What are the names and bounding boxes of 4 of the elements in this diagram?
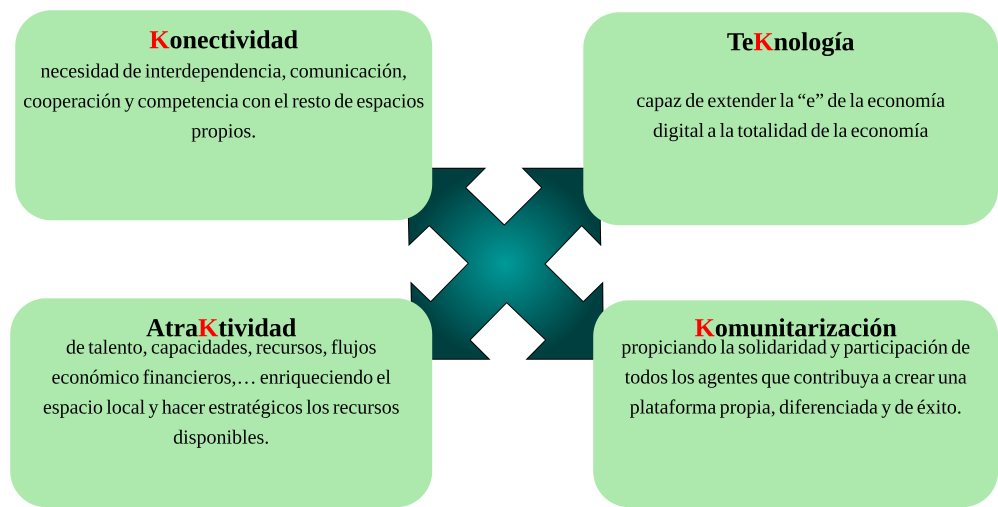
rounded-box: Konectividad necesidad de interdependencia, comunicación, cooperación y competencia con el resto de espacios propios. <box>15 10 432 220</box>
rounded-box: AtraKtividad de talento, capacidades, recursos, flujos económico financieros,… enriqueciendo el espacio local y hacer estratégicos los recursos disponibles. <box>10 298 432 507</box>
rounded-box: TeKnología capaz de extender la “e” de la economía digital a la totalidad de la economía <box>583 12 998 226</box>
rounded-box: Komunitarización propiciando la solidaridad y participación de todos los agentes que contribuya a crear una plataforma propia, diferenciada y de éxito. <box>593 300 998 507</box>
